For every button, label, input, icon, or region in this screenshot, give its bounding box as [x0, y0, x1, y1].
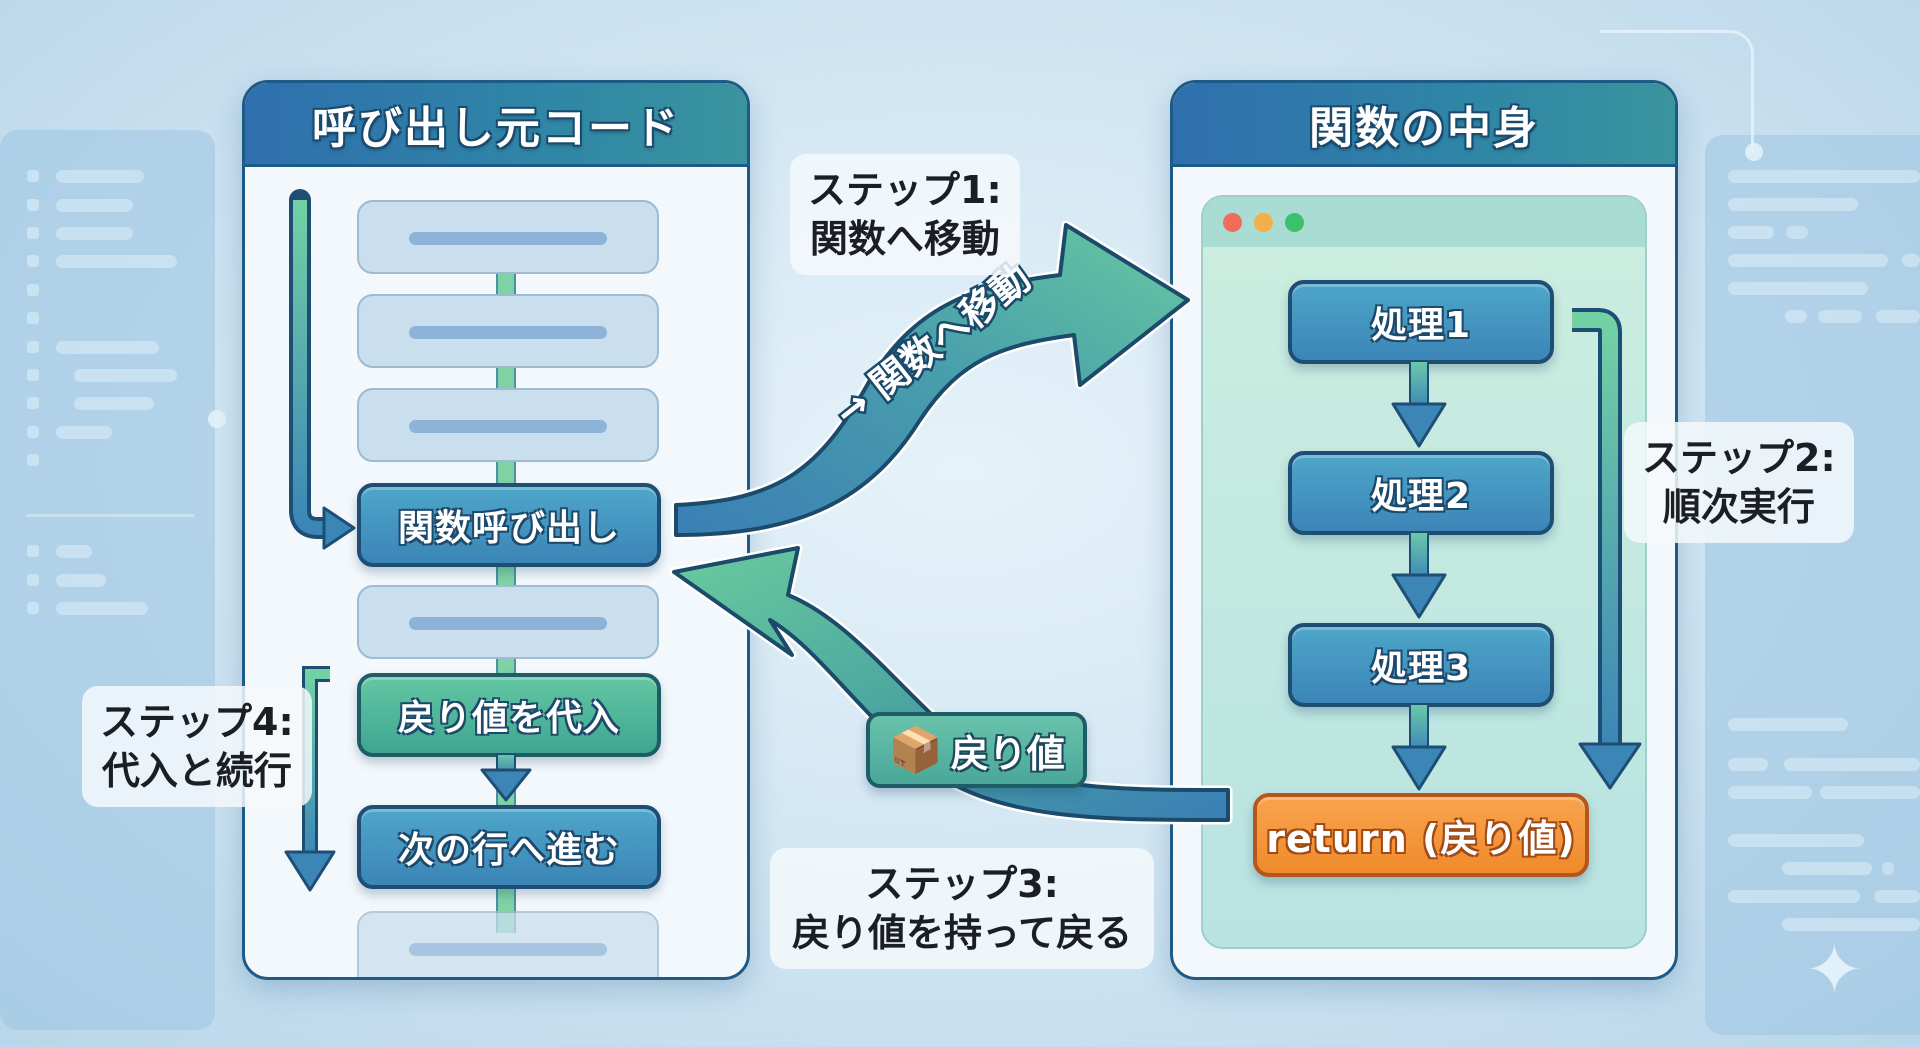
process-step-3[interactable]: 処理3	[1288, 623, 1554, 707]
maximize-dot-icon[interactable]	[1285, 212, 1304, 232]
caller-panel-title: 呼び出し元コード	[312, 102, 680, 154]
sparkle-icon: ✦	[1805, 929, 1864, 1011]
function-panel-title: 関数の中身	[1309, 102, 1539, 154]
step1-title: ステップ1:	[808, 168, 1002, 212]
caller-code-panel: 呼び出し元コード 関数呼び出し 戻り値を代入 次の行へ進む	[242, 80, 750, 980]
step3-desc: 戻り値を持って戻る	[792, 910, 1133, 955]
step3-title: ステップ3:	[865, 862, 1059, 906]
step4-desc: 代入と続行	[101, 748, 292, 793]
return-value-chip-label: 戻り値	[950, 731, 1065, 776]
inner-window-titlebar	[1203, 197, 1645, 247]
code-line-stub	[357, 200, 659, 274]
minimize-dot-icon[interactable]	[1254, 212, 1273, 232]
caller-panel-header: 呼び出し元コード	[245, 83, 747, 167]
next-line-button[interactable]: 次の行へ進む	[357, 805, 661, 889]
process-step-1[interactable]: 処理1	[1288, 280, 1554, 364]
step4-title: ステップ4:	[100, 700, 294, 744]
package-icon: 📦	[888, 725, 943, 776]
step2-desc: 順次実行	[1662, 484, 1815, 529]
close-dot-icon[interactable]	[1223, 212, 1242, 232]
step2-title: ステップ2:	[1642, 436, 1836, 480]
code-line-stub	[357, 911, 659, 977]
assign-return-value-button[interactable]: 戻り値を代入	[357, 673, 661, 757]
code-line-stub	[357, 294, 659, 368]
function-panel-header: 関数の中身	[1173, 83, 1675, 167]
process-step-2[interactable]: 処理2	[1288, 451, 1554, 535]
step4-label: ステップ4: 代入と続行	[82, 686, 312, 808]
return-value-button[interactable]: return (戻り値)	[1253, 793, 1589, 877]
code-line-stub	[357, 585, 659, 659]
step1-label: ステップ1: 関数へ移動	[790, 154, 1020, 276]
bg-connector-line	[1600, 30, 1754, 152]
function-body-panel: 関数の中身 処理1 処理2 処理3 return (戻り値)	[1170, 80, 1678, 980]
code-line-stub	[357, 388, 659, 462]
call-arrow-label: → 関数へ移動	[826, 256, 1038, 435]
function-call-button[interactable]: 関数呼び出し	[357, 483, 661, 567]
step2-label: ステップ2: 順次実行	[1624, 422, 1854, 544]
return-value-chip: 📦 戻り値	[866, 712, 1087, 788]
step1-desc: 関数へ移動	[809, 216, 1000, 261]
step3-label: ステップ3: 戻り値を持って戻る	[770, 848, 1155, 970]
